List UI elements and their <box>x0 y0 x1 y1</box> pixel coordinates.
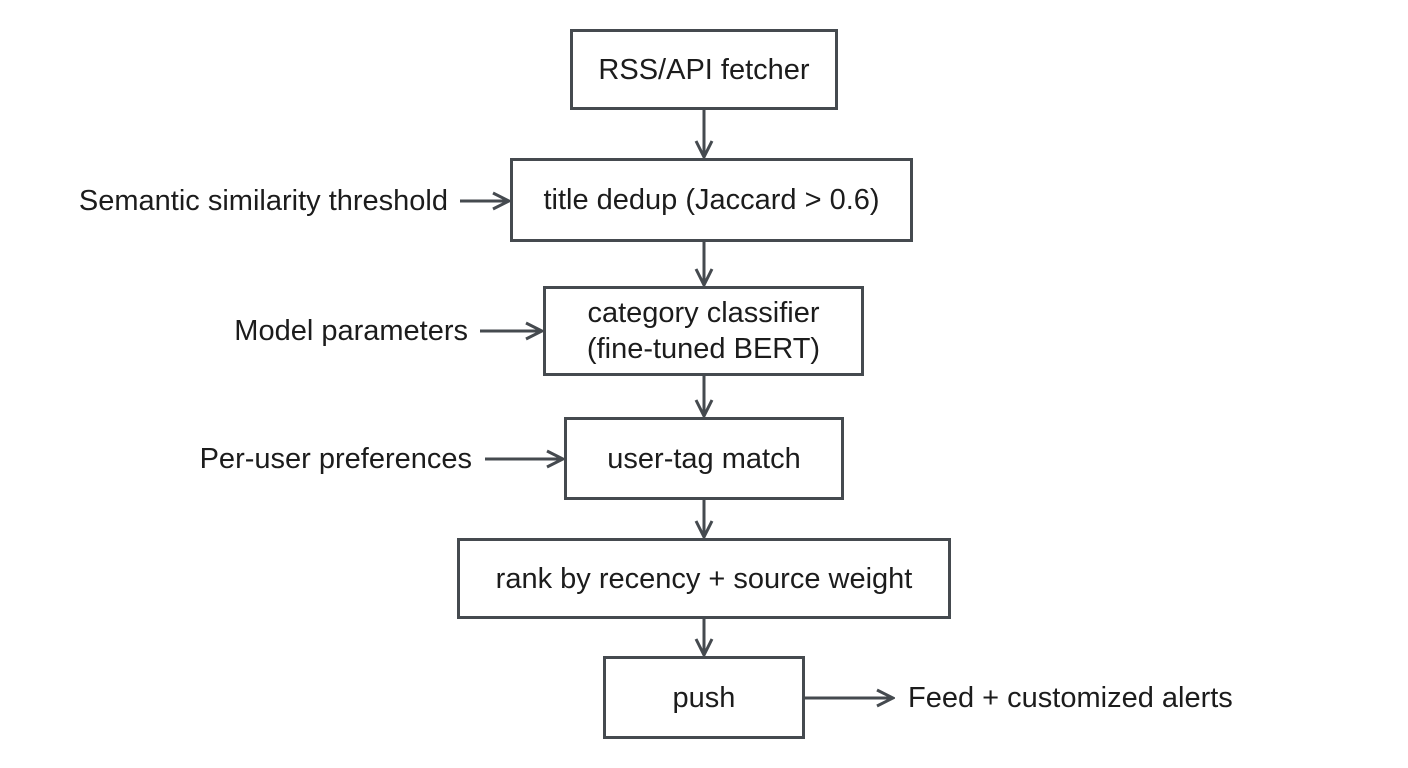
rank-label: rank by recency + source weight <box>495 562 913 595</box>
dedup-label: title dedup (Jaccard > 0.6) <box>543 184 880 216</box>
tag-match-node: user-tag match <box>564 417 844 500</box>
push-label: push <box>672 681 736 714</box>
per-user-preferences-input-label: Per-user preferences <box>199 443 472 475</box>
classifier-label-line2: (fine-tuned BERT) <box>586 333 821 365</box>
push-node: push <box>603 656 805 739</box>
tag-match-label: user-tag match <box>607 442 801 475</box>
fetcher-node: RSS/API fetcher <box>570 29 838 110</box>
dedup-node: title dedup (Jaccard > 0.6) <box>510 158 913 242</box>
fetcher-label: RSS/API fetcher <box>598 53 810 86</box>
classifier-node: category classifier (fine-tuned BERT) <box>543 286 864 376</box>
rank-node: rank by recency + source weight <box>457 538 951 619</box>
model-parameters-input-label: Model parameters <box>234 315 468 347</box>
similarity-threshold-input-label: Semantic similarity threshold <box>78 185 448 217</box>
feed-alerts-output-label: Feed + customized alerts <box>908 682 1233 714</box>
classifier-label-line1: category classifier <box>587 297 820 329</box>
